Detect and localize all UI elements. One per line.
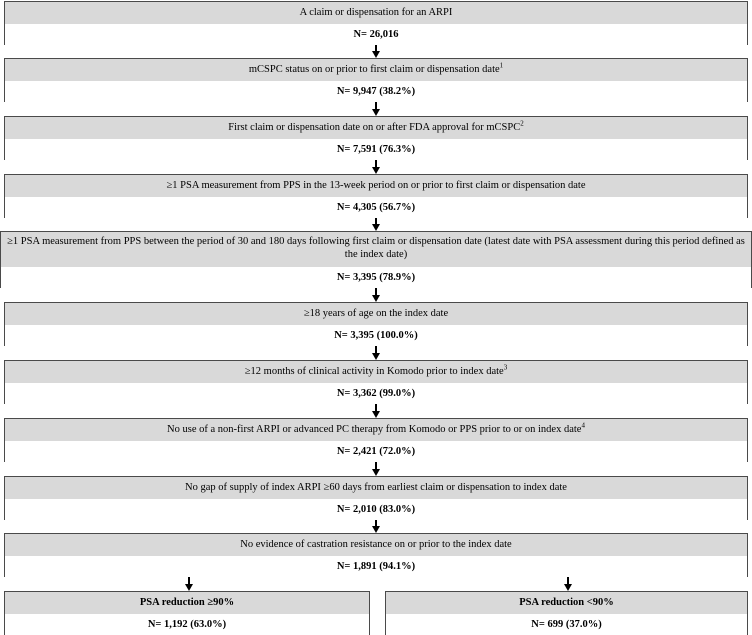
arrow-head-icon	[372, 411, 380, 418]
flow-node-9: No gap of supply of index ARPI ≥60 days …	[4, 476, 748, 520]
arrow-head-icon	[185, 584, 193, 591]
flow-node-1-count: N= 26,016	[5, 24, 747, 45]
arrow-shaft	[567, 577, 569, 584]
flow-node-3-criteria-text: First claim or dispensation date on or a…	[228, 122, 521, 133]
flow-node-5-count: N= 3,395 (78.9%)	[1, 267, 751, 288]
flow-node-10-count: N= 1,891 (94.1%)	[5, 556, 747, 577]
flow-node-6-count: N= 3,395 (100.0%)	[5, 325, 747, 346]
arrow-9-to-10	[370, 520, 382, 533]
arrow-shaft	[375, 404, 377, 411]
arrow-head-icon	[372, 526, 380, 533]
arrow-4-to-5	[370, 218, 382, 231]
flow-node-11a: PSA reduction ≥90% N= 1,192 (63.0%)	[4, 591, 370, 635]
arrow-head-icon	[372, 224, 380, 231]
flow-node-2-superscript: 1	[499, 61, 504, 70]
arrow-head-icon	[372, 469, 380, 476]
flow-node-11a-criteria-text: PSA reduction ≥90%	[139, 597, 235, 608]
arrow-head-icon	[372, 167, 380, 174]
flow-node-8: No use of a non-first ARPI or advanced P…	[4, 418, 748, 462]
flow-node-3-count: N= 7,591 (76.3%)	[5, 139, 747, 160]
flow-node-11b-criteria: PSA reduction <90%	[386, 592, 747, 614]
arrow-head-icon	[372, 295, 380, 302]
arrow-shaft	[375, 520, 377, 526]
flow-node-8-criteria: No use of a non-first ARPI or advanced P…	[5, 419, 747, 441]
arrow-10-to-11b	[562, 577, 574, 591]
flow-node-2-criteria: mCSPC status on or prior to first claim …	[5, 59, 747, 81]
arrow-shaft	[188, 577, 190, 584]
flow-node-4-criteria-text: ≥1 PSA measurement from PPS in the 13-we…	[166, 180, 586, 191]
flow-node-11a-count: N= 1,192 (63.0%)	[5, 614, 369, 635]
flow-node-9-count: N= 2,010 (83.0%)	[5, 499, 747, 520]
flow-node-10-criteria: No evidence of castration resistance on …	[5, 534, 747, 556]
arrow-3-to-4	[370, 160, 382, 174]
arrow-6-to-7	[370, 346, 382, 360]
flow-node-7-criteria-text: ≥12 months of clinical activity in Komod…	[244, 366, 504, 377]
flow-node-4: ≥1 PSA measurement from PPS in the 13-we…	[4, 174, 748, 218]
arrow-shaft	[375, 462, 377, 469]
flow-node-9-criteria: No gap of supply of index ARPI ≥60 days …	[5, 477, 747, 499]
flow-node-3-criteria: First claim or dispensation date on or a…	[5, 117, 747, 139]
flow-node-3: First claim or dispensation date on or a…	[4, 116, 748, 160]
flow-node-5: ≥1 PSA measurement from PPS between the …	[0, 231, 752, 288]
arrow-head-icon	[372, 109, 380, 116]
flow-node-1-criteria-text: A claim or dispensation for an ARPI	[299, 7, 453, 18]
arrow-head-icon	[372, 51, 380, 58]
flow-node-3-superscript: 2	[520, 119, 524, 128]
flow-node-7: ≥12 months of clinical activity in Komod…	[4, 360, 748, 404]
flow-node-5-criteria-text: ≥1 PSA measurement from PPS between the …	[7, 236, 745, 260]
flow-node-1-criteria: A claim or dispensation for an ARPI	[5, 2, 747, 24]
arrow-7-to-8	[370, 404, 382, 418]
arrow-shaft	[375, 102, 377, 109]
flow-node-2-count: N= 9,947 (38.2%)	[5, 81, 747, 102]
flow-node-11b: PSA reduction <90% N= 699 (37.0%)	[385, 591, 748, 635]
arrow-8-to-9	[370, 462, 382, 476]
arrow-shaft	[375, 45, 377, 51]
arrow-shaft	[375, 218, 377, 224]
flow-node-6-criteria-text: ≥18 years of age on the index date	[303, 308, 449, 319]
flow-node-11b-criteria-text: PSA reduction <90%	[519, 597, 614, 608]
flow-node-7-criteria: ≥12 months of clinical activity in Komod…	[5, 361, 747, 383]
flow-node-6: ≥18 years of age on the index date N= 3,…	[4, 302, 748, 346]
arrow-1-to-2	[370, 45, 382, 58]
arrow-shaft	[375, 160, 377, 167]
flow-node-7-superscript: 3	[503, 363, 508, 372]
arrow-shaft	[375, 288, 377, 295]
arrow-5-to-6	[370, 288, 382, 302]
flow-node-9-criteria-text: No gap of supply of index ARPI ≥60 days …	[185, 482, 567, 493]
arrow-10-to-11a	[183, 577, 195, 591]
flow-node-7-count: N= 3,362 (99.0%)	[5, 383, 747, 404]
flow-node-6-criteria: ≥18 years of age on the index date	[5, 303, 747, 325]
flow-node-8-superscript: 4	[581, 421, 585, 430]
flow-node-10: No evidence of castration resistance on …	[4, 533, 748, 577]
flow-node-5-criteria: ≥1 PSA measurement from PPS between the …	[1, 232, 751, 267]
flow-node-4-criteria: ≥1 PSA measurement from PPS in the 13-we…	[5, 175, 747, 197]
flow-node-8-criteria-text: No use of a non-first ARPI or advanced P…	[167, 424, 582, 435]
flow-node-11a-criteria: PSA reduction ≥90%	[5, 592, 369, 614]
flow-node-2: mCSPC status on or prior to first claim …	[4, 58, 748, 102]
arrow-2-to-3	[370, 102, 382, 116]
flow-node-2-criteria-text: mCSPC status on or prior to first claim …	[248, 64, 500, 75]
flow-node-4-count: N= 4,305 (56.7%)	[5, 197, 747, 218]
flow-node-10-criteria-text: No evidence of castration resistance on …	[240, 539, 512, 550]
arrow-head-icon	[372, 353, 380, 360]
flow-node-8-count: N= 2,421 (72.0%)	[5, 441, 747, 462]
arrow-head-icon	[564, 584, 572, 591]
arrow-shaft	[375, 346, 377, 353]
flow-node-1: A claim or dispensation for an ARPI N= 2…	[4, 1, 748, 45]
flow-node-11b-count: N= 699 (37.0%)	[386, 614, 747, 635]
